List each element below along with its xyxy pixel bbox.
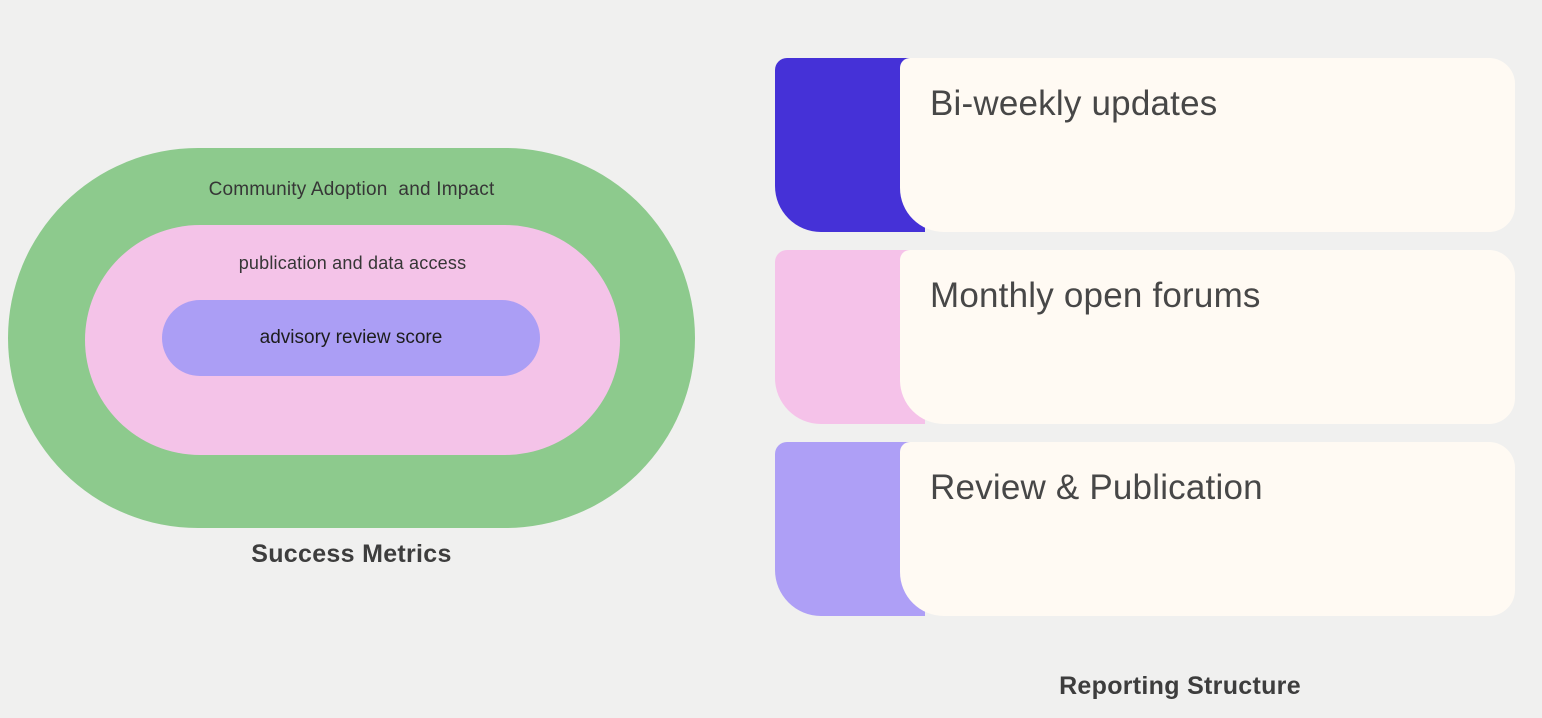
card-title-review-publication: Review & Publication [930, 468, 1263, 507]
card-title-biweekly-updates: Bi-weekly updates [930, 84, 1218, 123]
reporting-structure-caption: Reporting Structure [1059, 672, 1301, 700]
card-body: Monthly open forums [900, 250, 1515, 424]
ring-community-adoption: Community Adoption and Impact publicatio… [8, 148, 695, 528]
card-title-monthly-open-forums: Monthly open forums [930, 276, 1261, 315]
card-body: Review & Publication [900, 442, 1515, 616]
success-metrics-diagram: Community Adoption and Impact publicatio… [8, 148, 695, 569]
ring-publication-data-access: publication and data access advisory rev… [85, 225, 620, 455]
card-biweekly-updates: Bi-weekly updates [775, 58, 1515, 232]
ring-label-community-adoption: Community Adoption and Impact [208, 179, 495, 200]
card-monthly-open-forums: Monthly open forums [775, 250, 1515, 424]
card-review-publication: Review & Publication [775, 442, 1515, 616]
reporting-structure-list: Bi-weekly updates Monthly open forums Re… [775, 58, 1515, 701]
success-metrics-caption: Success Metrics [251, 540, 452, 568]
ring-label-advisory-review-score: advisory review score [259, 327, 443, 348]
card-body: Bi-weekly updates [900, 58, 1515, 232]
ring-advisory-review-score: advisory review score [162, 300, 540, 376]
ring-label-publication-data-access: publication and data access [238, 253, 467, 273]
